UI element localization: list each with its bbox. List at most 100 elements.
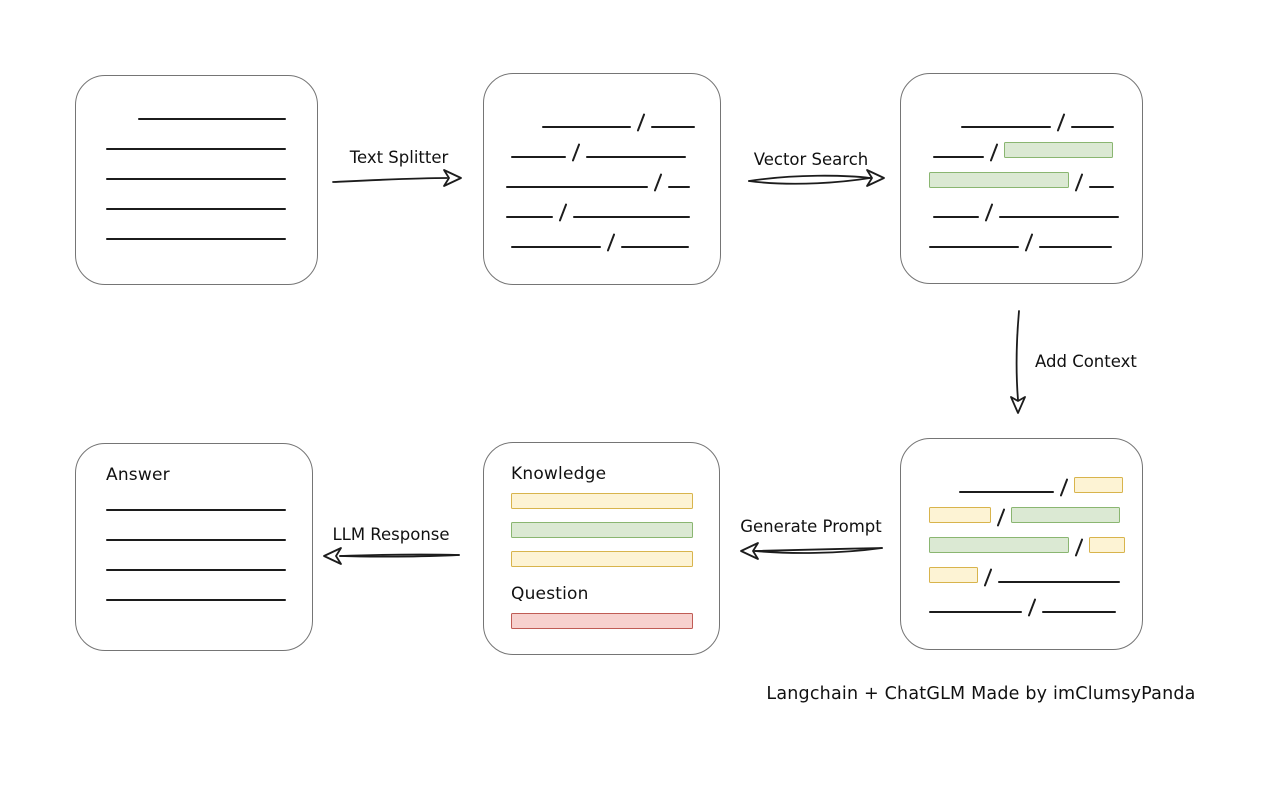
vector-search-label: Vector Search <box>753 150 869 169</box>
context-chunks-node <box>900 438 1143 650</box>
credit-caption: Langchain + ChatGLM Made by imClumsyPand… <box>766 684 1196 704</box>
text-line <box>573 216 690 218</box>
add-context-arrow <box>1010 310 1026 414</box>
vector-search-arrow <box>748 169 885 187</box>
text-line <box>106 178 286 180</box>
text-line <box>668 186 690 188</box>
text-line <box>998 581 1120 583</box>
segment-row <box>106 90 317 120</box>
gap <box>929 492 959 493</box>
text-line <box>511 246 601 248</box>
knowledge-label: Knowledge <box>511 464 607 484</box>
chunk-yellow <box>511 493 693 509</box>
segment-row <box>929 218 1142 252</box>
segment-row <box>506 218 720 252</box>
segment-row <box>506 158 720 192</box>
text-splitter-arrow <box>332 169 462 187</box>
segment-row <box>929 493 1142 527</box>
text-line <box>929 611 1022 613</box>
segment-row <box>106 210 317 240</box>
text-line <box>1071 126 1114 128</box>
segment-row <box>106 180 317 210</box>
question-label: Question <box>511 584 589 604</box>
add-context-label: Add Context <box>1035 352 1137 371</box>
segment-row <box>511 613 719 629</box>
text-line <box>106 238 286 240</box>
text-line <box>1042 611 1116 613</box>
chunk-green <box>929 537 1069 553</box>
segment-row <box>929 128 1142 162</box>
chunk-yellow <box>929 567 978 583</box>
split-text-node <box>483 73 721 285</box>
segment-row <box>106 120 317 150</box>
vector-matched-node <box>900 73 1143 284</box>
source-document-node <box>75 75 318 285</box>
segment-row <box>106 150 317 180</box>
segment-row <box>506 188 720 222</box>
segment-row <box>106 539 312 541</box>
gap <box>929 127 961 128</box>
llm-response-arrow <box>323 547 460 565</box>
segment-row <box>106 569 312 571</box>
slash-separator <box>1024 233 1034 252</box>
text-line <box>999 216 1119 218</box>
chunk-red <box>511 613 693 629</box>
generate-prompt-label: Generate Prompt <box>740 517 882 536</box>
segment-row <box>929 583 1142 617</box>
text-line <box>933 156 984 158</box>
segment-row <box>929 463 1142 497</box>
segment-row <box>511 522 719 538</box>
segment-row <box>929 523 1142 557</box>
slash-separator <box>1027 598 1037 617</box>
segment-row: Knowledge <box>511 463 719 485</box>
segment-row <box>929 158 1142 192</box>
text-line <box>106 148 286 150</box>
segment-row <box>929 98 1142 132</box>
text-line <box>106 509 286 511</box>
text-line <box>106 208 286 210</box>
text-line <box>933 216 979 218</box>
segment-row: Answer <box>106 464 312 486</box>
slash-separator <box>606 233 616 252</box>
segment-row <box>506 128 720 162</box>
text-splitter-label: Text Splitter <box>349 148 449 167</box>
chunk-yellow <box>1074 477 1123 493</box>
text-line <box>106 569 286 571</box>
chunk-yellow <box>929 507 991 523</box>
chunk-green <box>1011 507 1120 523</box>
text-line <box>621 246 689 248</box>
segment-row <box>511 493 719 509</box>
chunk-yellow <box>511 551 693 567</box>
segment-row <box>106 599 312 601</box>
segment-row <box>506 98 720 132</box>
segment-row <box>929 188 1142 222</box>
chunk-green <box>929 172 1069 188</box>
gap <box>506 127 542 128</box>
chunk-green <box>511 522 693 538</box>
segment-row <box>511 551 719 567</box>
answer-node: Answer <box>75 443 313 651</box>
text-line <box>959 491 1054 493</box>
text-line <box>106 599 286 601</box>
segment-row: Question <box>511 583 719 605</box>
text-line <box>138 118 286 120</box>
generate-prompt-arrow <box>740 542 883 560</box>
text-line <box>1039 246 1112 248</box>
text-line <box>651 126 695 128</box>
text-line <box>586 156 686 158</box>
llm-response-label: LLM Response <box>332 525 450 544</box>
segment-row <box>106 509 312 511</box>
chunk-green <box>1004 142 1113 158</box>
text-line <box>1089 186 1114 188</box>
text-line <box>929 246 1019 248</box>
gap <box>106 119 138 120</box>
text-line <box>506 216 553 218</box>
segment-row <box>929 553 1142 587</box>
text-line <box>961 126 1051 128</box>
text-line <box>511 156 566 158</box>
text-line <box>542 126 631 128</box>
chunk-yellow <box>1089 537 1125 553</box>
answer-label: Answer <box>106 465 170 485</box>
